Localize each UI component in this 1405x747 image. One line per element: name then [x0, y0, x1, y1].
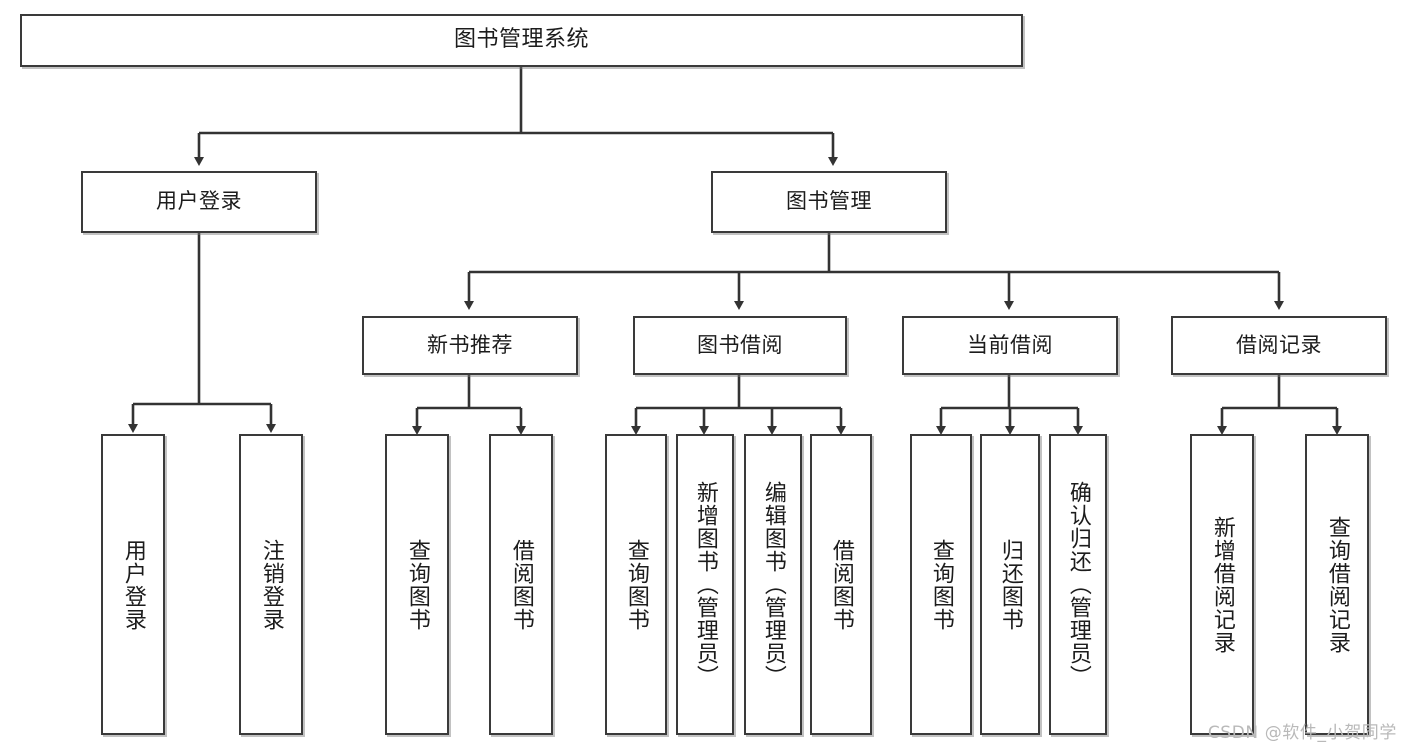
leaf-add-book-admin-label: 新增图书（管理员） — [692, 481, 718, 688]
leaf-query-borrow-record[interactable]: 查询借阅记录 — [1305, 434, 1369, 735]
node-borrow-record-label: 借阅记录 — [1236, 332, 1322, 357]
node-user-login[interactable]: 用户登录 — [81, 171, 317, 233]
node-root[interactable]: 图书管理系统 — [20, 14, 1023, 67]
node-new-book-recommend-label: 新书推荐 — [427, 332, 513, 357]
node-book-management[interactable]: 图书管理 — [711, 171, 947, 233]
node-root-label: 图书管理系统 — [453, 27, 589, 53]
leaf-query-book-borrow[interactable]: 查询图书 — [605, 434, 667, 735]
leaf-query-borrow-record-label: 查询借阅记录 — [1324, 515, 1350, 654]
node-borrow-record[interactable]: 借阅记录 — [1171, 316, 1387, 375]
leaf-edit-book-admin[interactable]: 编辑图书（管理员） — [744, 434, 802, 735]
leaf-user-login-label: 用户登录 — [120, 538, 146, 631]
node-user-login-label: 用户登录 — [156, 189, 242, 214]
leaf-user-login[interactable]: 用户登录 — [101, 434, 165, 735]
leaf-return-book[interactable]: 归还图书 — [980, 434, 1040, 735]
leaf-confirm-return-admin[interactable]: 确认归还（管理员） — [1049, 434, 1107, 735]
leaf-add-borrow-record[interactable]: 新增借阅记录 — [1190, 434, 1254, 735]
leaf-query-book-new[interactable]: 查询图书 — [385, 434, 449, 735]
watermark: CSDN @软件_小贺同学 — [1207, 723, 1397, 743]
leaf-borrow-book-new[interactable]: 借阅图书 — [489, 434, 553, 735]
leaf-return-book-label: 归还图书 — [997, 538, 1023, 631]
leaf-borrow-book[interactable]: 借阅图书 — [810, 434, 872, 735]
leaf-add-borrow-record-label: 新增借阅记录 — [1209, 515, 1235, 654]
node-current-borrow[interactable]: 当前借阅 — [902, 316, 1118, 375]
leaf-query-book-current-label: 查询图书 — [928, 538, 954, 631]
leaf-logout-label: 注销登录 — [258, 538, 284, 631]
leaf-add-book-admin[interactable]: 新增图书（管理员） — [676, 434, 734, 735]
node-new-book-recommend[interactable]: 新书推荐 — [362, 316, 578, 375]
node-book-management-label: 图书管理 — [786, 189, 872, 214]
leaf-borrow-book-new-label: 借阅图书 — [508, 538, 534, 631]
leaf-borrow-book-label: 借阅图书 — [828, 538, 854, 631]
node-current-borrow-label: 当前借阅 — [967, 332, 1053, 357]
leaf-confirm-return-admin-label: 确认归还（管理员） — [1065, 481, 1091, 688]
leaf-edit-book-admin-label: 编辑图书（管理员） — [760, 481, 786, 688]
leaf-query-book-new-label: 查询图书 — [404, 538, 430, 631]
node-book-borrow[interactable]: 图书借阅 — [633, 316, 847, 375]
node-book-borrow-label: 图书借阅 — [697, 332, 783, 357]
leaf-query-book-borrow-label: 查询图书 — [623, 538, 649, 631]
leaf-query-book-current[interactable]: 查询图书 — [910, 434, 972, 735]
leaf-logout[interactable]: 注销登录 — [239, 434, 303, 735]
